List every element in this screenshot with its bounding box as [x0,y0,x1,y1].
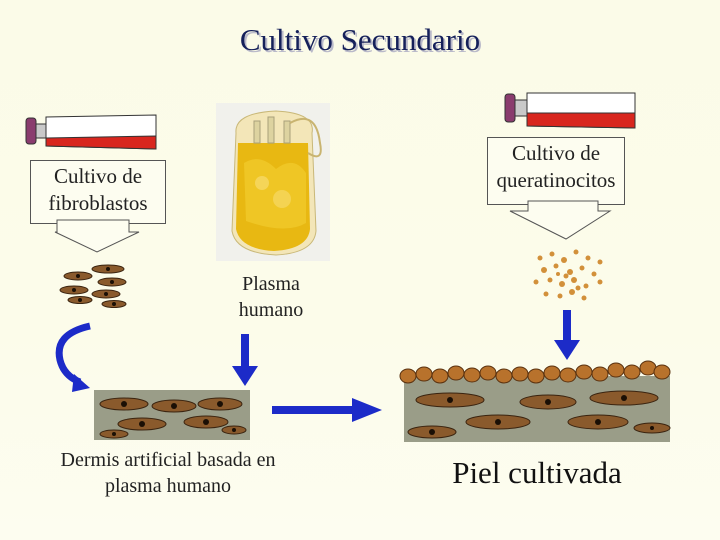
artificial-dermis-label: Dermis artificial basada en plasma human… [60,449,276,497]
fibroblast-culture-label: Cultivo de fibroblastos [48,164,148,215]
keratinocyte-down-arrow-icon [554,310,580,360]
fibroblast-culture-callout: Cultivo de fibroblastos [30,160,166,224]
keratinocyte-flask-icon [504,92,636,129]
artificial-dermis-image [94,390,250,440]
keratinocyte-callout-pointer [509,200,612,240]
right-arrow-icon [272,398,382,422]
human-plasma-label: Plasma humano [238,273,304,321]
keratinocyte-culture-label: Cultivo de queratinocitos [496,141,616,192]
fibroblast-callout-pointer [54,219,140,253]
cultured-skin-image [399,360,671,442]
keratinocyte-cells-image [533,249,603,301]
plasma-down-arrow-icon [232,334,258,386]
fibroblast-flask-icon [25,114,157,150]
page-title: Cultivo Secundario [239,22,481,57]
cultured-skin-label: Piel cultivada [452,455,622,490]
plasma-bag-image [216,103,330,261]
keratinocyte-culture-callout: Cultivo de queratinocitos [487,137,625,205]
curved-arrow-icon [55,322,91,392]
fibroblast-cells-image [59,264,127,308]
